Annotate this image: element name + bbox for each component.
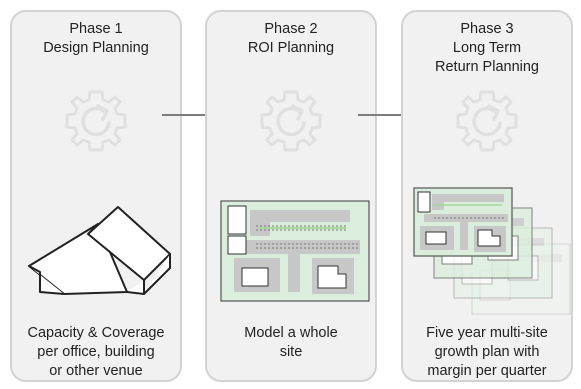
stacked-floorplans-icon [413, 187, 571, 315]
phase-2-desc-line-2: site [279, 344, 303, 360]
phase-1-panel: Phase 1 Design Planning Capacity & Cover… [10, 10, 182, 382]
phase-1-title-line-1: Phase 1 [69, 21, 123, 37]
phase-3-panel: Phase 3 Long Term Return Planning [401, 10, 573, 382]
phase-3-title-line-1: Phase 3 [460, 21, 514, 37]
gear-cycle-icon [456, 90, 518, 152]
house-outline-icon [28, 206, 171, 295]
phase-2-desc-line-1: Model a whole [244, 325, 338, 341]
gear-cycle-icon [260, 90, 322, 152]
phase-3-title-line-3: Return Planning [435, 59, 539, 75]
phase-2-description: Model a whole site [207, 324, 375, 362]
phase-2-title: Phase 2 ROI Planning [207, 20, 375, 58]
phase-3-desc-line-2: growth plan with [434, 344, 540, 360]
phase-2-title-line-2: ROI Planning [247, 40, 335, 56]
phase-3-desc-line-1: Five year multi-site [426, 325, 548, 341]
phase-3-title: Phase 3 Long Term Return Planning [403, 20, 571, 77]
phase-1-title-line-2: Design Planning [43, 40, 149, 56]
phase-3-title-line-2: Long Term [452, 40, 522, 56]
site-floorplan-icon [220, 200, 370, 302]
phase-2-panel: Phase 2 ROI Planning Model a whole site [205, 10, 377, 382]
phase-3-desc-line-3: margin per quarter [427, 363, 547, 379]
phase-1-description: Capacity & Coverage per office, building… [12, 324, 180, 381]
phase-1-desc-line-1: Capacity & Coverage [27, 325, 165, 341]
phase-1-desc-line-2: per office, building [37, 344, 155, 360]
phase-2-title-line-1: Phase 2 [264, 21, 318, 37]
gear-cycle-icon [65, 90, 127, 152]
phase-3-description: Five year multi-site growth plan with ma… [403, 324, 571, 381]
phase-1-title: Phase 1 Design Planning [12, 20, 180, 58]
phase-1-desc-line-3: or other venue [49, 363, 143, 379]
